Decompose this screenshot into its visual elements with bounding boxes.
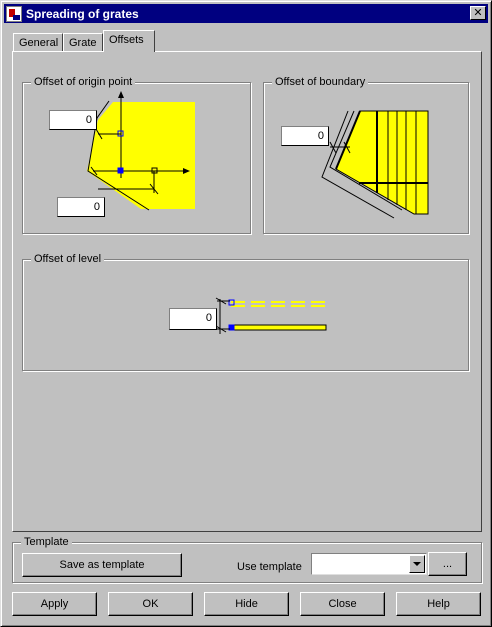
tab-panel-offsets: Offset of origin point 0 0 (12, 51, 482, 532)
tab-label: Grate (69, 37, 97, 49)
help-button[interactable]: Help (396, 592, 481, 616)
tab-label: Offsets (109, 34, 144, 46)
chevron-down-icon[interactable] (409, 555, 425, 573)
hide-button[interactable]: Hide (204, 592, 289, 616)
use-template-select[interactable] (311, 553, 427, 575)
tab-general[interactable]: General (13, 33, 63, 52)
use-template-label: Use template (237, 561, 302, 573)
level-marker (228, 324, 235, 331)
origin-highlight-area (87, 102, 195, 209)
level-offset-diagram (215, 297, 327, 334)
ok-button[interactable]: OK (108, 592, 193, 616)
save-as-template-button[interactable]: Save as template (22, 553, 182, 577)
origin-offset-lower-input[interactable]: 0 (57, 197, 105, 217)
title-bar[interactable]: Spreading of grates ✕ (4, 4, 488, 23)
origin-offset-upper-input[interactable]: 0 (49, 110, 97, 130)
close-window-button[interactable]: ✕ (470, 6, 486, 20)
tab-offsets[interactable]: Offsets (103, 30, 155, 52)
group-level-offset: Offset of level 0 (22, 252, 469, 371)
apply-button[interactable]: Apply (12, 592, 97, 616)
tab-label: General (19, 37, 59, 49)
group-label: Offset of level (31, 252, 105, 266)
group-label: Offset of origin point (31, 75, 136, 89)
group-label: Template (21, 535, 72, 549)
close-button[interactable]: Close (300, 592, 385, 616)
group-boundary-offset: Offset of boundary 0 (263, 75, 469, 234)
app-icon (6, 5, 22, 22)
tab-grate[interactable]: Grate (63, 33, 103, 52)
level-marker (228, 299, 235, 306)
level-offset-input[interactable]: 0 (169, 308, 217, 330)
window-title: Spreading of grates (26, 6, 139, 21)
browse-template-button[interactable]: ... (428, 552, 467, 576)
origin-offset-diagram (87, 91, 195, 211)
group-template: Template (12, 535, 482, 583)
level-highlight-bar (232, 324, 327, 331)
boundary-highlight-area (336, 111, 428, 214)
boundary-offset-diagram (321, 110, 429, 219)
boundary-offset-input[interactable]: 0 (281, 126, 329, 146)
group-label: Offset of boundary (272, 75, 369, 89)
group-origin-offset: Offset of origin point 0 0 (22, 75, 251, 234)
origin-marker (117, 167, 124, 174)
